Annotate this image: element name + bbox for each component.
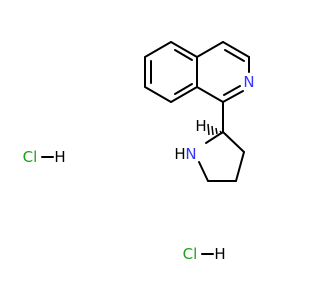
hcl-salt-2: Cl H (183, 245, 226, 263)
hash-line (219, 130, 223, 135)
double-bond-inner (224, 49, 245, 62)
bond (196, 86, 224, 103)
structure-canvas: N N H H Cl H Cl H (22, 41, 255, 263)
hcl-salt-1: Cl H (23, 148, 66, 166)
ring-nitrogen-label: N (243, 73, 254, 91)
bond (170, 86, 198, 103)
chlorine-label: Cl (23, 148, 38, 166)
hash-line (211, 125, 214, 136)
double-bond-inner (174, 83, 193, 95)
hydrogen-label: H (214, 245, 225, 263)
molecule-structure: N N H H Cl H Cl H (23, 41, 255, 263)
bond (205, 131, 224, 144)
isoquinoline-pyridine-ring (196, 41, 250, 103)
pyrrolidine-ring (198, 131, 245, 182)
hashed-wedge-bond (207, 123, 223, 136)
isoquinoline-benzene-ring (144, 41, 198, 103)
chlorine-label: Cl (183, 245, 198, 263)
hash-line (207, 123, 210, 136)
bond (170, 41, 198, 58)
bond (222, 90, 244, 103)
bond (198, 161, 209, 182)
bond (144, 86, 172, 103)
double-bond-inner (223, 85, 241, 96)
bond (235, 151, 245, 182)
hydrogen-label: H (54, 148, 65, 166)
stereo-h-label: H (195, 117, 206, 135)
pyrrolidine-nh-label: H (174, 145, 185, 163)
bond (222, 41, 250, 58)
pyrrolidine-n-label: N (185, 145, 196, 163)
bond (222, 131, 245, 153)
double-bond-inner (174, 49, 193, 61)
hash-line (215, 127, 218, 135)
bond (196, 41, 224, 58)
bond (144, 41, 172, 58)
